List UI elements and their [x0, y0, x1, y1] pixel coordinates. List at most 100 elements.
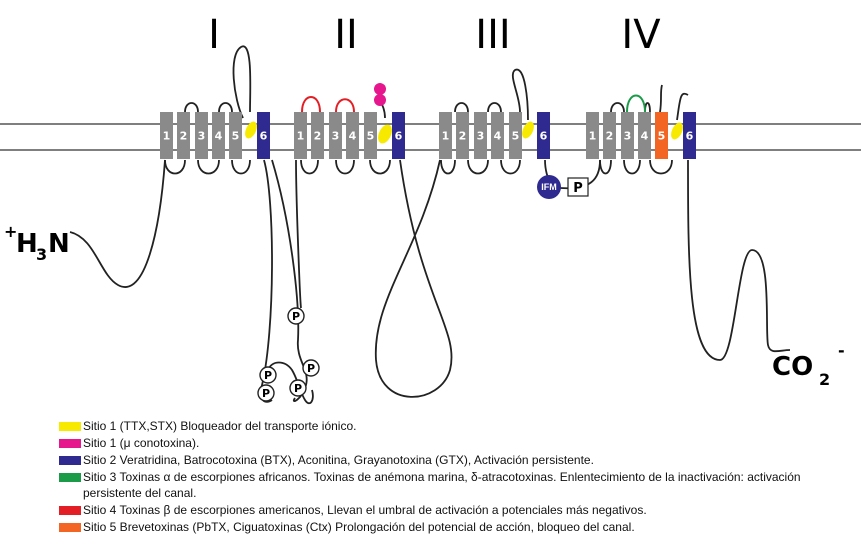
c-terminus-minus: -: [838, 341, 845, 360]
segment-label: 4: [494, 130, 502, 143]
phospho-site-1: P: [287, 307, 305, 325]
polypeptide-chain: [69, 45, 791, 405]
segment-d4-s1: [586, 112, 599, 159]
domain-label-iii: III: [475, 12, 510, 58]
segment-label: 3: [624, 130, 632, 143]
legend-swatch: [59, 456, 81, 465]
segment-d1-s3: [195, 112, 208, 159]
phospho-label: P: [307, 362, 315, 375]
domain-label-iv: IV: [621, 12, 661, 58]
phospho-label: P: [264, 369, 272, 382]
legend-text: Sitio 2 Veratridina, Batrocotoxina (BTX)…: [83, 453, 594, 467]
segment-label: 1: [442, 130, 450, 143]
segment-label: 2: [314, 130, 322, 143]
segment-d3-s2: [456, 112, 469, 159]
segment-label: 4: [641, 130, 649, 143]
ifm-label: IFM: [541, 182, 557, 192]
legend-text: Sitio 4 Toxinas β de escorpiones america…: [83, 503, 647, 517]
segment-label: 4: [349, 130, 357, 143]
site1-marker-d1: [245, 121, 257, 139]
n-terminus-plus: +: [4, 222, 17, 241]
phospho-label: P: [294, 382, 302, 395]
segment-label: 3: [198, 130, 206, 143]
legend-swatch: [59, 523, 81, 532]
segment-d1-s1: [160, 112, 173, 159]
phospho-label: P: [262, 387, 270, 400]
phospho-label: P: [292, 310, 300, 323]
segment-label: 5: [658, 130, 666, 143]
segment-label: 6: [395, 130, 403, 143]
segment-d3-s6: [537, 112, 550, 159]
n-terminus-sub: 3: [36, 245, 47, 264]
segment-label: 2: [606, 130, 614, 143]
segment-d3-s4: [491, 112, 504, 159]
segment-d3-s3: [474, 112, 487, 159]
site1-marker-d3: [522, 121, 534, 139]
site4-loop-1: [301, 96, 321, 113]
domain-label-ii: II: [334, 12, 358, 58]
segment-label: 4: [215, 130, 223, 143]
segment-d1-s6: [257, 112, 270, 159]
site1-marker-d4: [671, 122, 683, 140]
segment-label: 6: [540, 130, 548, 143]
legend-text: Sitio 1 (μ conotoxina).: [83, 436, 200, 450]
segment-label: 1: [163, 130, 171, 143]
c-terminus-co: CO: [772, 352, 813, 382]
segment-d1-s5: [229, 112, 242, 159]
site3-loop: [626, 94, 646, 113]
segment-d3-s5: [509, 112, 522, 159]
n-terminus-n: N: [48, 229, 70, 259]
segment-d1-s4: [212, 112, 225, 159]
c-terminus-sub: 2: [819, 370, 830, 389]
n-terminus-label: + H 3 N: [4, 222, 70, 264]
legend-item: Sitio 4 Toxinas β de escorpiones america…: [59, 502, 849, 518]
segment-label: 5: [232, 130, 240, 143]
legend-text: Sitio 1 (TTX,STX) Bloqueador del transpo…: [83, 419, 357, 433]
site1-marker-d2: [378, 124, 392, 144]
segment-d2-s3: [329, 112, 342, 159]
phospho-box-label: P: [573, 181, 583, 196]
segment-d1-s2: [177, 112, 190, 159]
legend-swatch: [59, 473, 81, 482]
segment-d4-s2: [603, 112, 616, 159]
segment-label: 2: [459, 130, 467, 143]
legend-text: Sitio 3 Toxinas α de escorpiones african…: [83, 470, 801, 500]
site1-mu-conotoxin-bottom: [374, 94, 386, 106]
segment-d2-s2: [311, 112, 324, 159]
phospho-site-5: P: [257, 384, 275, 402]
n-terminus-h: H: [16, 229, 38, 259]
c-terminus-label: CO 2 -: [772, 341, 845, 389]
phospho-site-2: P: [302, 359, 320, 377]
phospho-site-3: P: [259, 366, 277, 384]
legend-item: Sitio 3 Toxinas α de escorpiones african…: [59, 469, 849, 501]
legend-swatch: [59, 439, 81, 448]
phospho-site-4: P: [289, 379, 307, 397]
segment-d2-s4: [346, 112, 359, 159]
ifm-motif: [537, 175, 561, 199]
legend-item: Sitio 5 Brevetoxinas (PbTX, Ciguatoxinas…: [59, 519, 849, 535]
site1-mu-conotoxin-top: [374, 83, 386, 95]
domain-label-i: I: [208, 12, 220, 58]
segment-d4-s4: [638, 112, 651, 159]
phospho-box: [567, 177, 589, 197]
segment-d2-s1: [294, 112, 307, 159]
segment-d4-s5: [655, 112, 668, 159]
legend-item: Sitio 2 Veratridina, Batrocotoxina (BTX)…: [59, 452, 849, 468]
segment-label: 6: [686, 130, 694, 143]
legend-swatch: [59, 422, 81, 431]
segment-d4-s3: [621, 112, 634, 159]
segment-d3-s1: [439, 112, 452, 159]
site4-loop-2: [335, 98, 355, 113]
legend-item: Sitio 1 (μ conotoxina).: [59, 435, 849, 451]
segment-d2-s5: [364, 112, 377, 159]
segment-label: 1: [297, 130, 305, 143]
legend-item: Sitio 1 (TTX,STX) Bloqueador del transpo…: [59, 418, 849, 434]
segment-label: 6: [260, 130, 268, 143]
legend-text: Sitio 5 Brevetoxinas (PbTX, Ciguatoxinas…: [83, 520, 635, 534]
segment-d4-s6: [683, 112, 696, 159]
segment-label: 5: [512, 130, 520, 143]
segment-label: 3: [332, 130, 340, 143]
segment-label: 1: [589, 130, 597, 143]
